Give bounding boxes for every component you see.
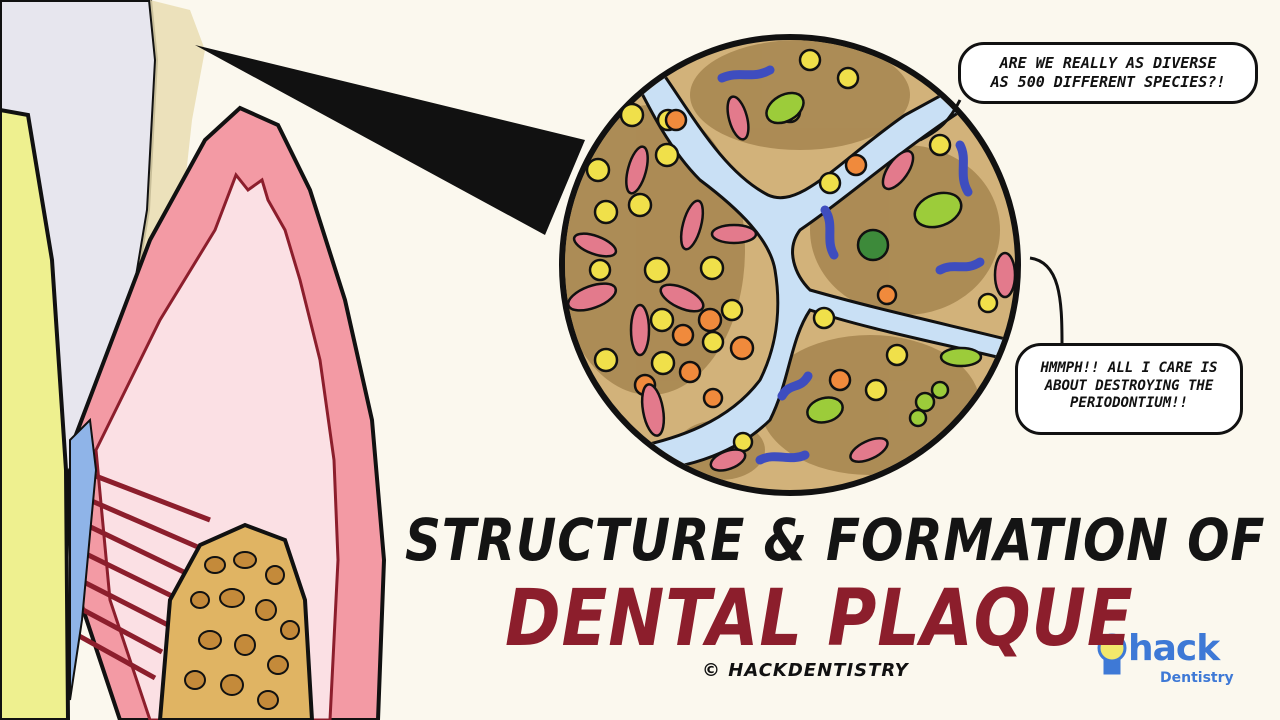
magnifier-pointer [195, 45, 585, 235]
title-line-2: DENTAL PLAQUE [505, 574, 1134, 664]
water-channel [616, 52, 1015, 472]
junctional-epithelium [69, 417, 98, 701]
speech-bubble-periodontium: HMMPH!! ALL I CARE IS ABOUT DESTROYING T… [1015, 343, 1243, 435]
bacteria [566, 48, 1017, 472]
logo-word-hack: hack [1128, 628, 1220, 669]
ligament-fibres [70, 467, 211, 681]
bubble-right-line-1: HMMPH!! ALL I CARE IS [1040, 360, 1218, 376]
bubble-right-tail [1029, 256, 1064, 344]
bubble-right-line-2: ABOUT DESTROYING THE [1044, 377, 1214, 394]
bubble-right-line-3: PERIODONTIUM!! [1069, 395, 1188, 411]
bubble-top-line-2: AS 500 DIFFERENT SPECIES?! [990, 72, 1226, 91]
logo-word-dentistry: Dentistry [1160, 670, 1234, 686]
bubble-top-line-1: ARE WE REALLY AS DIVERSE [999, 54, 1217, 72]
logo-bulb-icon [1097, 633, 1127, 675]
speech-bubble-diversity: ARE WE REALLY AS DIVERSE AS 500 DIFFEREN… [958, 42, 1258, 104]
tooth-root [0, 107, 71, 720]
copyright-notice: © HACKDENTISTRY [702, 660, 909, 681]
bubble-top-tail [919, 99, 962, 142]
bone-cavities [184, 551, 300, 710]
title-line-1: STRUCTURE & FORMATION OF [405, 506, 1266, 574]
